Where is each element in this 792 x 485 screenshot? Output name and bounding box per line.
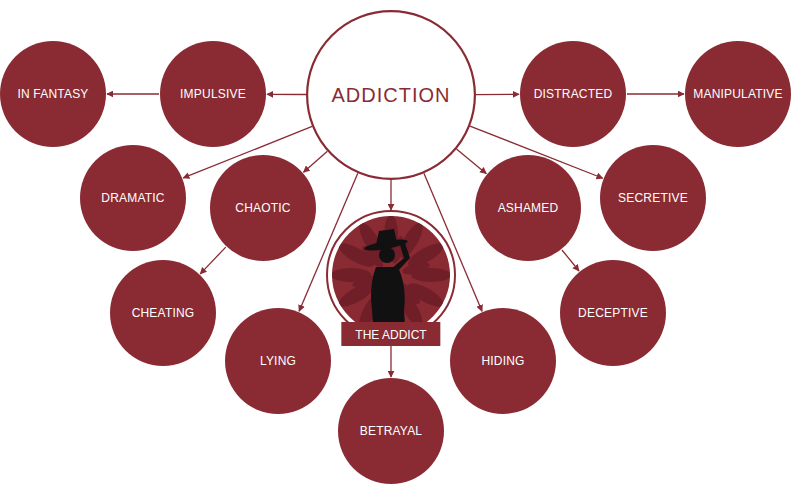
arrow-connector [390, 180, 391, 210]
node-label: BETRAYAL [360, 424, 423, 438]
arrow-connector [627, 93, 684, 94]
trait-circle: CHEATING [110, 260, 216, 366]
circle-shape [0, 41, 106, 147]
trait-circle: LYING [225, 308, 331, 414]
circle-shape [685, 41, 791, 147]
trait-circle: ASHAMED [475, 155, 581, 261]
node-label: IN FANTASY [17, 87, 88, 101]
central-circle: ADDICTION [306, 10, 476, 180]
node-label: IMPULSIVE [180, 87, 246, 101]
trait-circle: CHAOTIC [210, 155, 316, 261]
circle-shape [560, 260, 666, 366]
node-label: MANIPULATIVE [693, 87, 783, 101]
arrow-connector [562, 250, 579, 271]
node-label: DRAMATIC [101, 191, 164, 205]
node-label: HIDING [481, 354, 524, 368]
node-label: CHEATING [132, 306, 195, 320]
node-label: SECRETIVE [618, 191, 688, 205]
circle-shape [210, 155, 316, 261]
arrow-connector [456, 149, 486, 174]
circle-shape [225, 308, 331, 414]
node-label: DISTRACTED [534, 87, 613, 101]
trait-circle: IN FANTASY [0, 41, 106, 147]
trait-circle: SECRETIVE [600, 145, 706, 251]
name-plate: THE ADDICT [341, 322, 440, 346]
circle-shape [450, 308, 556, 414]
arrow-connector [303, 151, 327, 172]
trait-circle: BETRAYAL [338, 378, 444, 484]
arrow-connector [200, 247, 226, 274]
trait-circle: IMPULSIVE [160, 41, 266, 147]
arrow-connector [267, 94, 306, 96]
circle-shape [160, 41, 266, 147]
circle-shape [80, 145, 186, 251]
circle-shape [520, 41, 626, 147]
node-label: DECEPTIVE [578, 306, 648, 320]
trait-circle: MANIPULATIVE [685, 41, 791, 147]
trait-circle: DRAMATIC [80, 145, 186, 251]
trait-circle: HIDING [450, 308, 556, 414]
trait-circle: DISTRACTED [520, 41, 626, 147]
addict-illustration [326, 210, 456, 340]
circle-shape [600, 145, 706, 251]
node-label: THE ADDICT [355, 328, 426, 342]
arrow-connector [476, 94, 519, 96]
arrow-connector [107, 93, 159, 94]
circle-shape [110, 260, 216, 366]
node-label: CHAOTIC [235, 201, 290, 215]
circle-shape [327, 211, 455, 339]
circle-shape [307, 11, 475, 179]
trait-circle: DECEPTIVE [560, 260, 666, 366]
circle-shape [475, 155, 581, 261]
circle-shape [338, 378, 444, 484]
addict-badge: THE ADDICT [326, 210, 456, 348]
node-label: ADDICTION [332, 84, 451, 107]
node-label: ASHAMED [498, 201, 559, 215]
node-label: LYING [260, 354, 296, 368]
